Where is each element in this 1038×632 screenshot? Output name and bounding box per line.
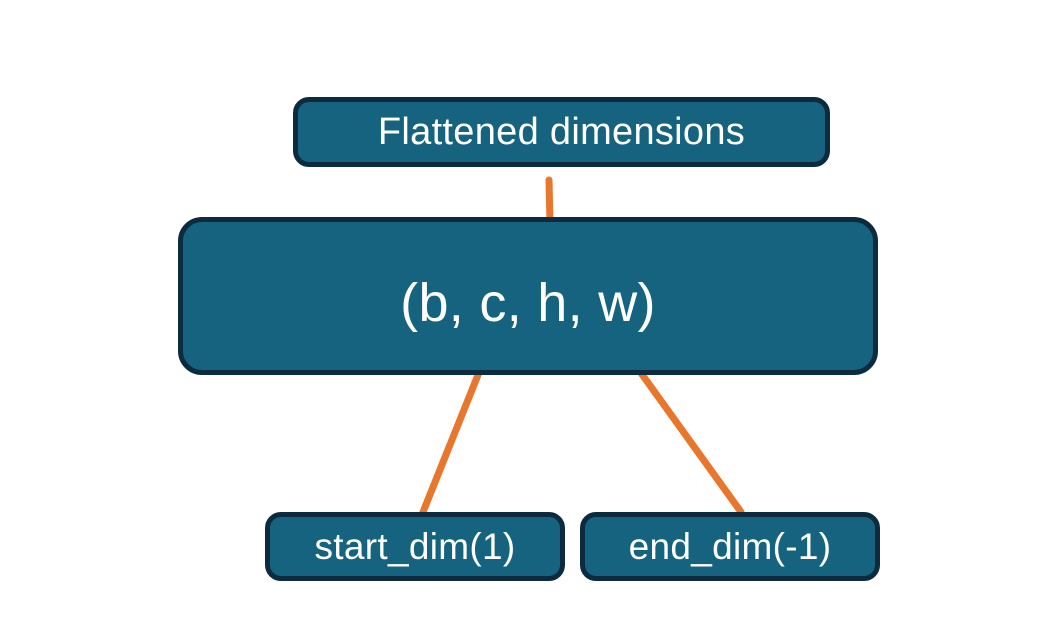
- node-end-dim[interactable]: end_dim(-1): [580, 512, 880, 581]
- node-flattened-dimensions-label: Flattened dimensions: [377, 111, 746, 153]
- node-tensor-shape-tuple-label: (b, c, h, w): [400, 273, 656, 333]
- node-end-dim-label: end_dim(-1): [628, 526, 832, 567]
- node-start-dim-label: start_dim(1): [314, 526, 516, 567]
- node-flattened-dimensions[interactable]: Flattened dimensions: [293, 97, 830, 167]
- node-start-dim[interactable]: start_dim(1): [265, 512, 565, 581]
- node-tensor-shape-tuple[interactable]: (b, c, h, w): [178, 217, 878, 375]
